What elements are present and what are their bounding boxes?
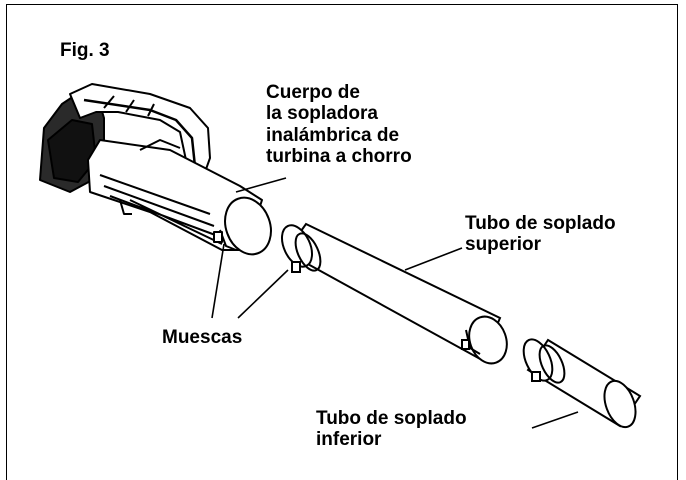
leader-lines: [211, 177, 579, 429]
lower-tube-drawing: [522, 338, 642, 429]
figure-title: Fig. 3: [60, 40, 110, 61]
leader-body: [235, 177, 287, 193]
upper-tube-drawing: [280, 222, 508, 365]
blower-body-label-line: Cuerpo de: [266, 82, 360, 103]
upper-tube-label: Tubo de soplado superior: [465, 213, 616, 256]
lower-tube-label: Tubo de soplado inferior: [316, 408, 467, 451]
upper-tube-label-line: Tubo de soplado: [465, 213, 616, 234]
notches-label: Muescas: [162, 327, 243, 348]
blower-body-label-line: inalámbrica de: [266, 124, 400, 146]
leader-notches-2: [237, 269, 289, 319]
blower-body-drawing: [39, 83, 272, 256]
upper-tube-label-line: superior: [465, 234, 542, 256]
blower-body-label-line: turbina a chorro: [266, 145, 412, 167]
blower-body-label: Cuerpo de la sopladora inalámbrica de tu…: [266, 82, 412, 167]
leader-notches-1: [211, 243, 225, 319]
figure-frame: [6, 4, 678, 480]
leader-upper-tube: [404, 247, 463, 271]
lower-tube-label-line: Tubo de soplado: [316, 408, 467, 429]
leader-lower-tube: [531, 411, 579, 429]
blower-body-label-line: la sopladora: [266, 103, 378, 125]
lower-tube-label-line: inferior: [316, 429, 382, 451]
